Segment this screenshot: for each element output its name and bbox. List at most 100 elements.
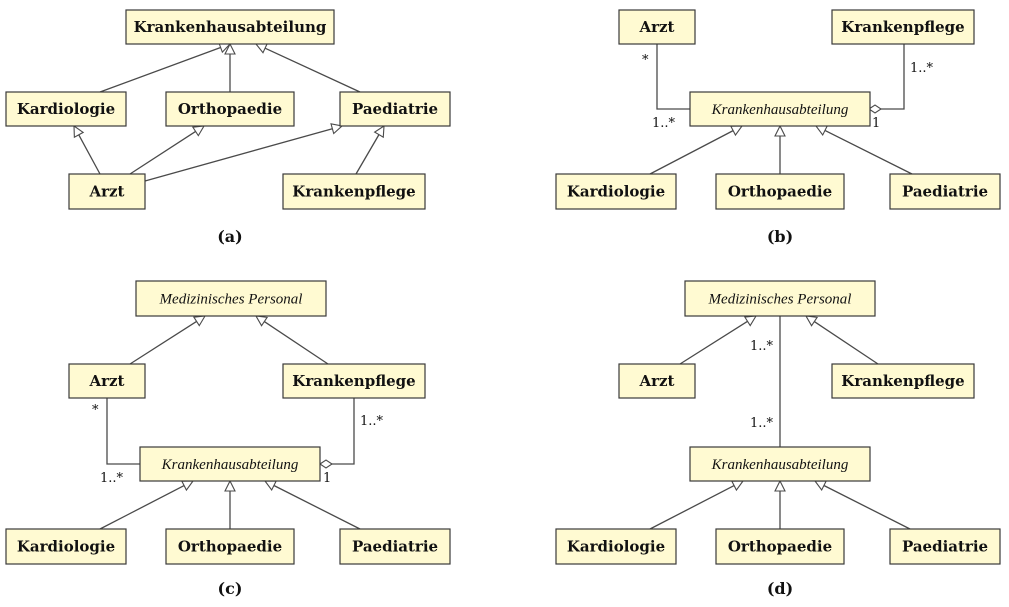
a-arzt-paed-edge-arrowhead: [330, 123, 344, 135]
c-aggregation-diamond: [319, 459, 333, 469]
b-mult-arzt: *: [642, 53, 649, 68]
edges-layer: [73, 42, 913, 530]
a-paed-edge-line: [264, 47, 361, 93]
d-orthopaedie-label: Orthopaedie: [728, 538, 832, 556]
a-krankenhausabteilung-box: Krankenhausabteilung: [125, 9, 335, 45]
c-caption: (c): [218, 579, 243, 598]
c-mult-abteilung-pflege: 1: [323, 471, 331, 486]
b-kardiologie-label: Kardiologie: [567, 183, 665, 201]
a-orthopaedie-box: Orthopaedie: [165, 91, 295, 127]
a-ortho-edge-arrowhead: [224, 42, 236, 55]
c-krankenhausabteilung-label: Krankenhausabteilung: [161, 457, 299, 473]
c-krankenpflege-rect: [282, 363, 426, 399]
a-kardiologie-label: Kardiologie: [17, 100, 115, 118]
a-krankenpflege-box: Krankenpflege: [282, 173, 426, 210]
d-kardiologie-box: Kardiologie: [555, 528, 677, 565]
c-krankenhausabteilung-box: Krankenhausabteilung: [139, 446, 321, 482]
d-krankenhausabteilung-rect: [689, 446, 871, 482]
c-paed-edge-line: [273, 484, 361, 530]
c-krankenpflege-label: Krankenpflege: [292, 372, 415, 390]
d-kardiologie-rect: [555, 528, 677, 565]
a-pflege-paed-edge-line: [355, 134, 380, 175]
c-paed-edge-arrowhead: [263, 480, 278, 492]
a-krankenhausabteilung-label: Krankenhausabteilung: [134, 18, 327, 36]
d-arzt-personal-edge-arrowhead: [743, 315, 758, 327]
labels-layer: (a)*1..*1..*1(b)*1..*1..*1(c)1..*1..*(d): [92, 53, 934, 598]
d-personal-label: Medizinisches Personal: [708, 292, 852, 308]
d-mult-abteilung: 1..*: [750, 416, 774, 431]
a-orthopaedie-label: Orthopaedie: [178, 100, 282, 118]
a-kardio-edge-line: [99, 46, 221, 93]
a-paed-edge-arrowhead: [254, 43, 269, 54]
b-krankenhausabteilung-label: Krankenhausabteilung: [711, 102, 849, 118]
d-paediatrie-box: Paediatrie: [889, 528, 1001, 565]
d-kardio-edge-arrowhead: [730, 480, 745, 492]
c-krankenhausabteilung-rect: [139, 446, 321, 482]
c-personal-rect: [135, 280, 327, 317]
d-krankenpflege-label: Krankenpflege: [841, 372, 964, 390]
c-kardiologie-label: Kardiologie: [17, 538, 115, 556]
b-orthopaedie-label: Orthopaedie: [728, 183, 832, 201]
d-arzt-rect: [618, 363, 696, 399]
b-paed-edge-arrowhead: [814, 125, 829, 136]
c-arzt-personal-edge-arrowhead: [192, 315, 207, 327]
d-arzt-label: Arzt: [639, 372, 675, 390]
d-pflege-personal-edge-line: [813, 321, 879, 365]
c-pflege-assoc: [320, 398, 355, 465]
b-pflege-assoc: [869, 44, 905, 110]
c-ortho-edge-arrowhead: [224, 479, 236, 492]
b-arzt-rect: [618, 9, 696, 45]
a-arzt-rect: [68, 173, 146, 210]
b-krankenhausabteilung-box: Krankenhausabteilung: [689, 91, 871, 127]
a-arzt-box: Arzt: [68, 173, 146, 210]
c-orthopaedie-label: Orthopaedie: [178, 538, 282, 556]
b-mult-pflege: 1..*: [910, 61, 934, 76]
b-mult-abteilung-arzt: 1..*: [652, 116, 676, 131]
b-krankenpflege-box: Krankenpflege: [831, 9, 975, 45]
b-arzt-box: Arzt: [618, 9, 696, 45]
d-arzt-personal-edge-line: [679, 320, 748, 365]
a-pflege-paed-edge-arrowhead: [373, 124, 385, 139]
a-arzt-kardio-edge-arrowhead: [73, 124, 85, 139]
c-arzt-label: Arzt: [89, 372, 125, 390]
b-caption: (b): [767, 227, 793, 246]
a-arzt-ortho-edge-line: [129, 130, 196, 175]
c-orthopaedie-rect: [165, 528, 295, 565]
d-krankenpflege-box: Krankenpflege: [831, 363, 975, 399]
b-krankenpflege-rect: [831, 9, 975, 45]
d-personal-rect: [684, 280, 876, 317]
a-paediatrie-rect: [339, 91, 451, 127]
b-mult-abteilung-pflege: 1: [872, 116, 880, 131]
c-paediatrie-label: Paediatrie: [352, 538, 438, 556]
b-paed-edge-line: [824, 129, 913, 175]
d-caption: (d): [767, 579, 793, 598]
b-kardiologie-box: Kardiologie: [555, 173, 677, 210]
d-ortho-edge-arrowhead: [774, 479, 786, 492]
a-kardiologie-rect: [5, 91, 127, 127]
c-arzt-personal-edge-line: [129, 320, 197, 365]
c-mult-abteilung-arzt: 1..*: [100, 471, 124, 486]
d-mult-personal: 1..*: [750, 339, 774, 354]
b-aggregation-diamond: [868, 104, 882, 114]
d-paed-edge-arrowhead: [813, 480, 828, 492]
a-krankenpflege-label: Krankenpflege: [292, 183, 415, 201]
b-krankenhausabteilung-rect: [689, 91, 871, 127]
a-paediatrie-box: Paediatrie: [339, 91, 451, 127]
a-paediatrie-label: Paediatrie: [352, 100, 438, 118]
b-ortho-edge-arrowhead: [774, 124, 786, 137]
b-kardiologie-rect: [555, 173, 677, 210]
b-orthopaedie-box: Orthopaedie: [715, 173, 845, 210]
a-krankenhausabteilung-rect: [125, 9, 335, 45]
c-kardio-edge-line: [99, 485, 185, 530]
b-kardio-edge-arrowhead: [729, 125, 744, 137]
a-arzt-kardio-edge-line: [78, 134, 101, 175]
d-orthopaedie-box: Orthopaedie: [715, 528, 845, 565]
b-krankenpflege-label: Krankenpflege: [841, 18, 964, 36]
b-paediatrie-label: Paediatrie: [902, 183, 988, 201]
d-arzt-box: Arzt: [618, 363, 696, 399]
b-paediatrie-rect: [889, 173, 1001, 210]
b-kardio-edge-line: [649, 130, 734, 175]
a-orthopaedie-rect: [165, 91, 295, 127]
c-kardio-edge-arrowhead: [180, 480, 195, 492]
